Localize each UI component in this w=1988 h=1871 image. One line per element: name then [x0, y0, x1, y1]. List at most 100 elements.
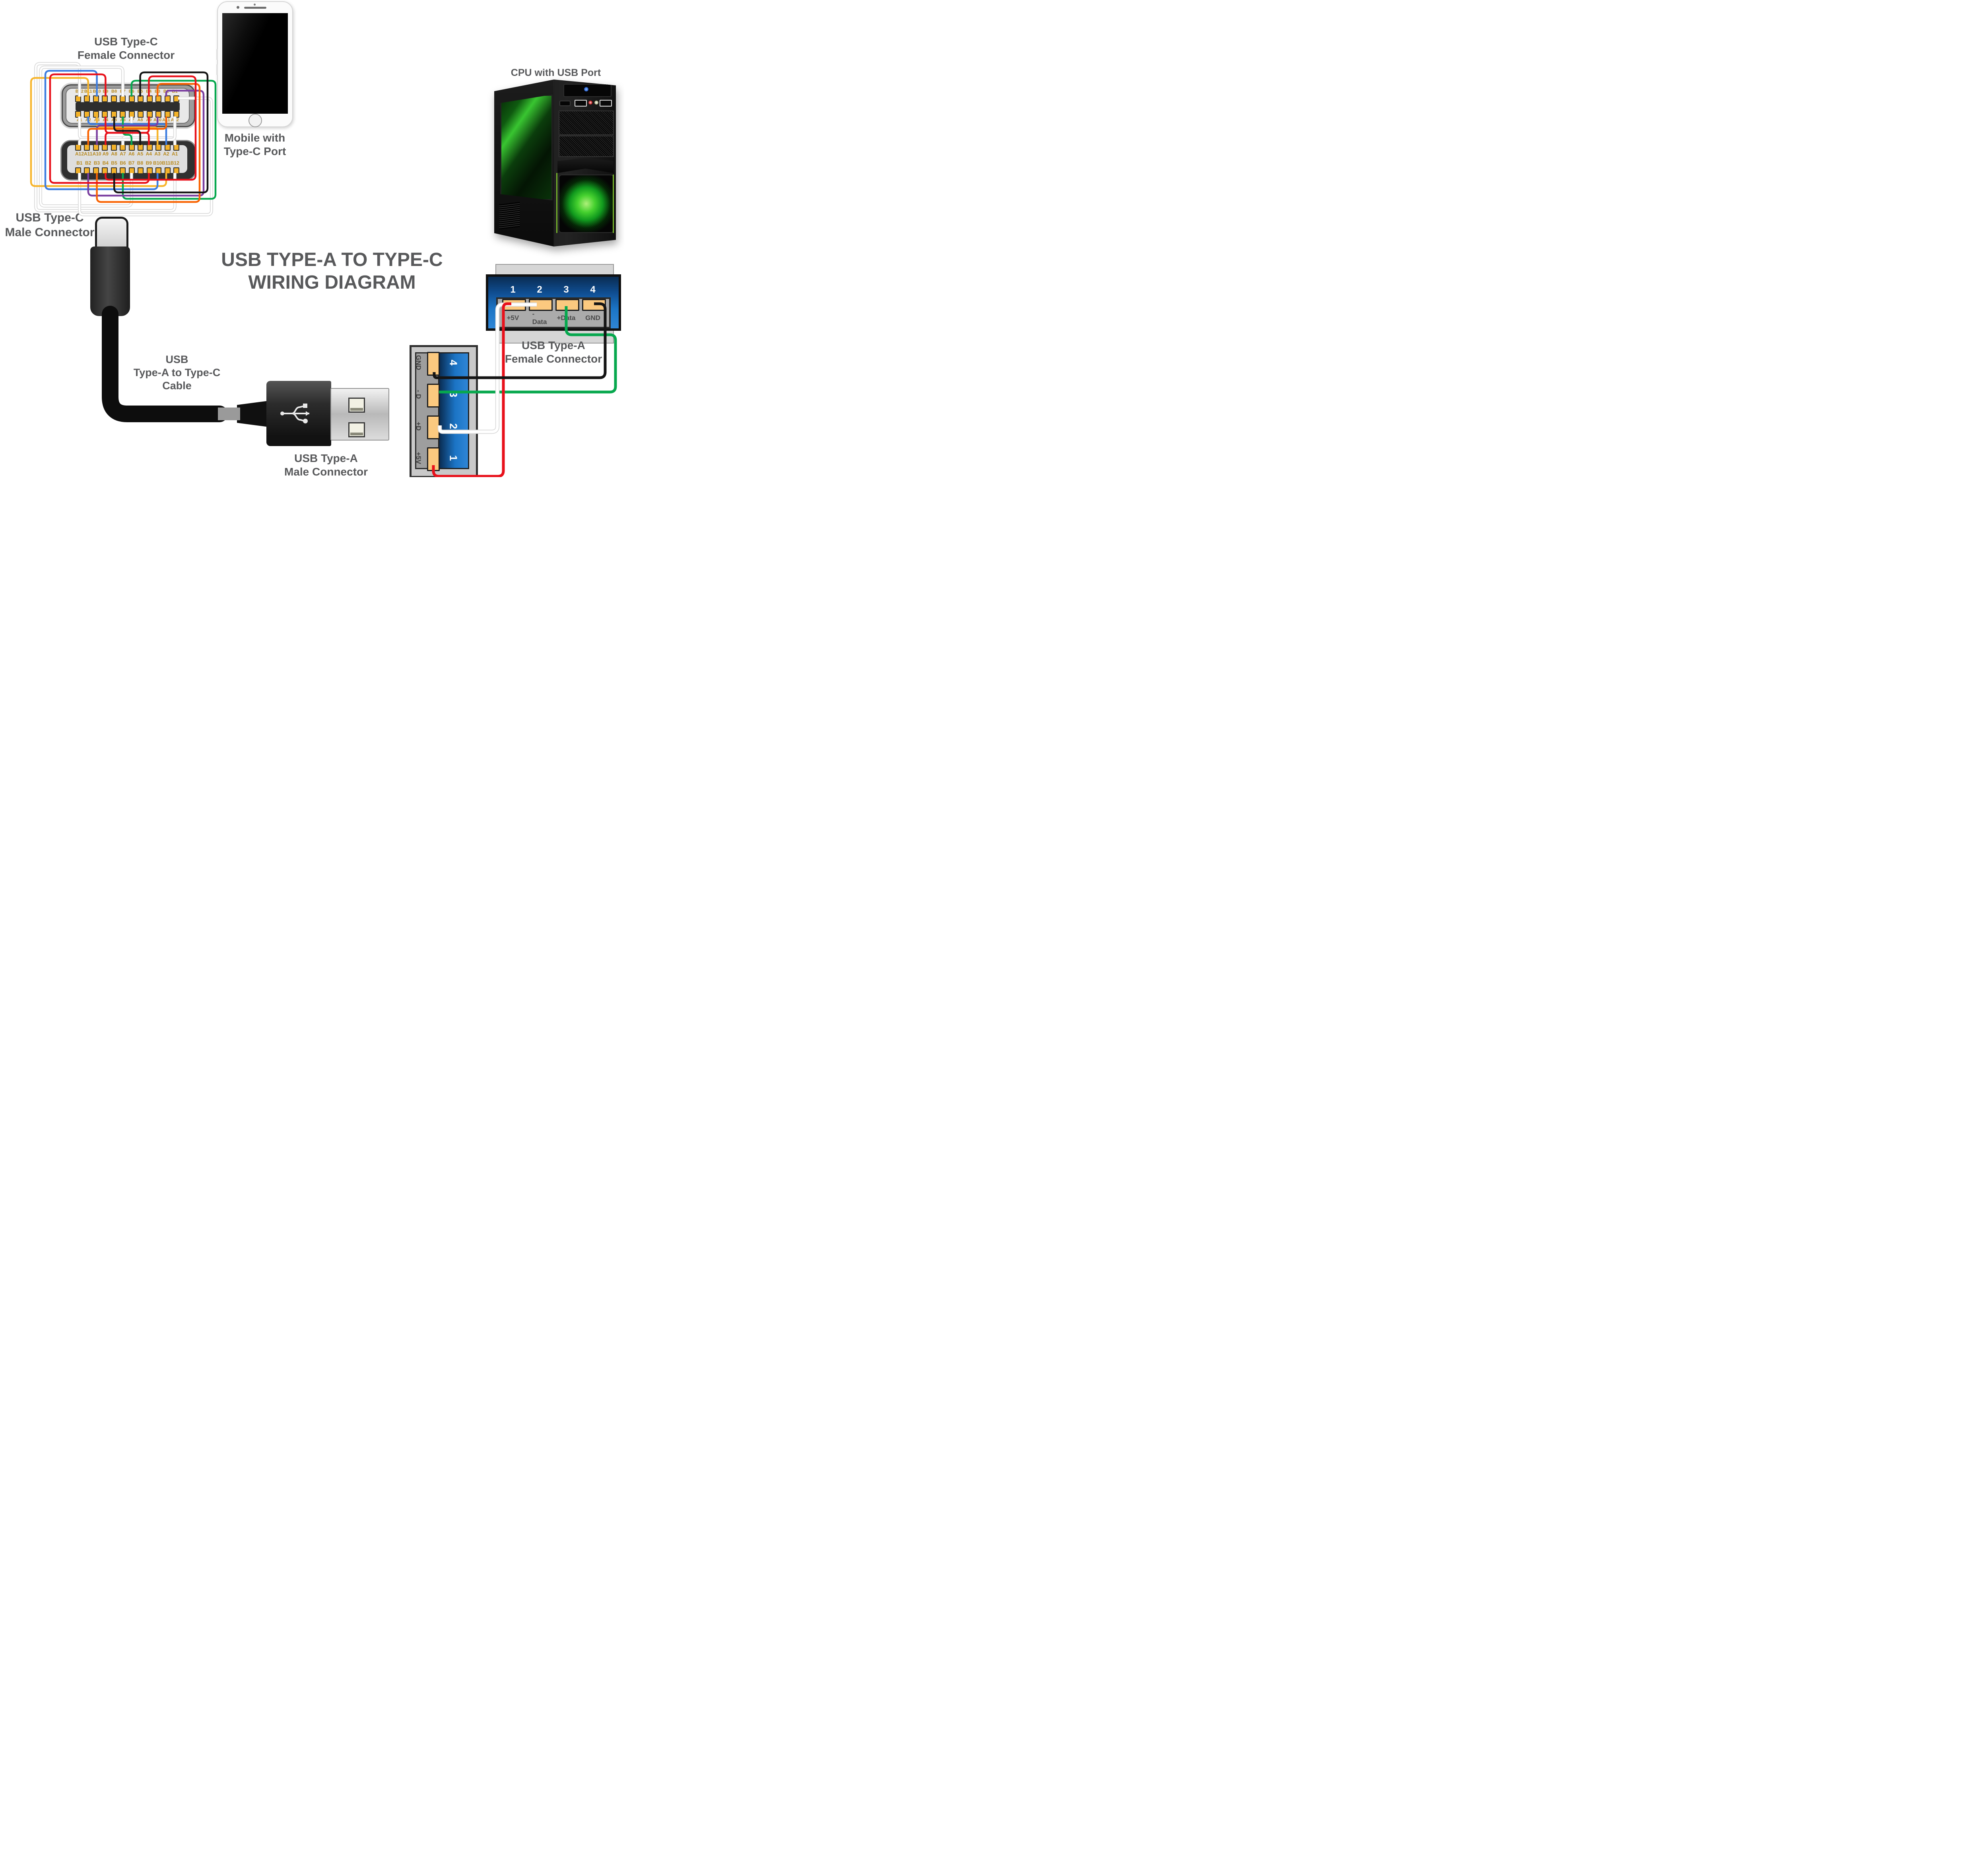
- usba-female-pin-label-1: +5V: [507, 314, 519, 322]
- contact-pad: [146, 167, 153, 174]
- pin-label-a10: A10: [153, 118, 162, 122]
- pin-label-b1: B1: [172, 89, 178, 94]
- pin-label-b9: B9: [146, 160, 152, 166]
- contact-pad: [75, 95, 81, 102]
- pin-label-b8: B8: [111, 89, 117, 94]
- contact-pad: [164, 111, 171, 118]
- contact-pad: [155, 144, 162, 151]
- cpu-side-vent: [499, 202, 520, 229]
- typec-male-label-line1: USB Type-C: [16, 211, 84, 224]
- contact-pad: [75, 167, 81, 174]
- phone-volume-button: [216, 49, 218, 60]
- usba-male-pin-number-1: 1: [447, 455, 460, 461]
- usba-male-pin-label-2: +D: [415, 421, 422, 431]
- cpu-label: CPU with USB Port: [489, 67, 623, 79]
- main-title-line2: WIRING DIAGRAM: [248, 272, 416, 293]
- typec-male-photo-label: USB Type-C Male Connector: [4, 211, 95, 240]
- contact-pad: [155, 111, 162, 118]
- cpu-power-button: [584, 87, 589, 92]
- contact-pad: [138, 95, 144, 102]
- pin-label-a2: A2: [85, 118, 91, 122]
- pin-label-a4: A4: [103, 118, 109, 122]
- cpu-front-fan: [559, 175, 614, 233]
- contact-pad: [93, 95, 99, 102]
- pin-label-b12: B12: [75, 89, 83, 94]
- usba-female-pin-number-3: 3: [563, 284, 569, 295]
- phone-speaker: [244, 7, 266, 9]
- pin-label-b10: B10: [93, 89, 101, 94]
- pin-label-b12: B12: [170, 160, 179, 166]
- contact-pad: [164, 95, 171, 102]
- contact-pad: [155, 95, 162, 102]
- usba-female-pin-number-1: 1: [510, 284, 516, 295]
- cpu-drive-bay-1: [559, 110, 614, 136]
- pin-label-a1: A1: [76, 118, 82, 122]
- pin-label-b6: B6: [128, 89, 134, 94]
- pin-label-a5: A5: [111, 118, 117, 122]
- cpu-usb-port-1: [574, 100, 587, 107]
- pin-label-b1: B1: [76, 160, 83, 166]
- contact-pad: [120, 95, 126, 102]
- pin-label-a9: A9: [146, 118, 152, 122]
- contact-pad: [93, 144, 99, 151]
- contact-pad: [120, 111, 126, 118]
- cpu-audio-jack-mic: [588, 100, 593, 105]
- cpu-front-panel: [553, 80, 616, 246]
- cable-label: USB Type-A to Type-C Cable: [111, 353, 243, 392]
- contact-pad: [93, 167, 99, 174]
- pin-label-b11: B11: [162, 160, 171, 166]
- pin-label-b7: B7: [120, 89, 126, 94]
- contact-pad: [93, 111, 99, 118]
- cpu-green-trim-left: [556, 173, 558, 233]
- contact-pad: [102, 95, 108, 102]
- contact-pad: [164, 144, 171, 151]
- contact-pad: [138, 111, 144, 118]
- typec-female-title-line2: Female Connector: [77, 49, 175, 62]
- usba-male-pin-number-2: 2: [447, 423, 460, 429]
- contact-pad: [111, 144, 117, 151]
- phone-home-button: [248, 114, 262, 127]
- usba-female-label: USB Type-A Female Connector: [489, 339, 618, 366]
- main-title-line1: USB TYPE-A TO TYPE-C: [221, 249, 443, 270]
- cpu-power-bezel: [563, 83, 612, 97]
- contact-pad: [111, 167, 117, 174]
- contact-pad: [128, 95, 135, 102]
- contact-pad: [138, 144, 144, 151]
- usba-male-pin-number-4: 4: [447, 359, 460, 366]
- pin-label-a2: A2: [163, 151, 169, 157]
- usba-female-pin-number-4: 4: [590, 284, 596, 295]
- usba-male-blue-area: [438, 352, 469, 469]
- contact-pad: [155, 167, 162, 174]
- pin-label-b2: B2: [163, 89, 169, 94]
- cpu-reset-button: [559, 100, 571, 107]
- phone-label-line1: Mobile with: [224, 132, 285, 144]
- usba-female-pin-label-4: GND: [585, 314, 600, 322]
- usba-female-pin-number-2: 2: [537, 284, 542, 295]
- typec-female-title-line1: USB Type-C: [94, 35, 158, 48]
- usba-female-label-line1: USB Type-A: [522, 339, 585, 351]
- pin-label-b3: B3: [155, 89, 161, 94]
- pin-label-a10: A10: [92, 151, 101, 157]
- contact-pad: [84, 167, 90, 174]
- pin-label-a3: A3: [154, 151, 161, 157]
- usba-male-pin-number-3: 3: [447, 391, 460, 398]
- pin-label-b3: B3: [93, 160, 100, 166]
- contact-pad: [111, 95, 117, 102]
- typec-female-bottom-pads: [75, 111, 179, 118]
- usba-male-pad-3: [427, 384, 440, 408]
- pin-label-b7: B7: [128, 160, 135, 166]
- usba-male-pin-label-4: GND: [415, 355, 422, 370]
- pin-label-a11: A11: [162, 118, 170, 122]
- cable-label-line3: Cable: [162, 379, 192, 392]
- pin-label-a11: A11: [84, 151, 93, 157]
- contact-pad: [173, 144, 179, 151]
- cpu-audio-jack-phones: [594, 100, 599, 105]
- cpu-label-text: CPU with USB Port: [511, 67, 601, 78]
- contact-pad: [164, 167, 171, 174]
- pin-label-a6: A6: [120, 118, 126, 122]
- usba-male-pad-2: [427, 415, 440, 439]
